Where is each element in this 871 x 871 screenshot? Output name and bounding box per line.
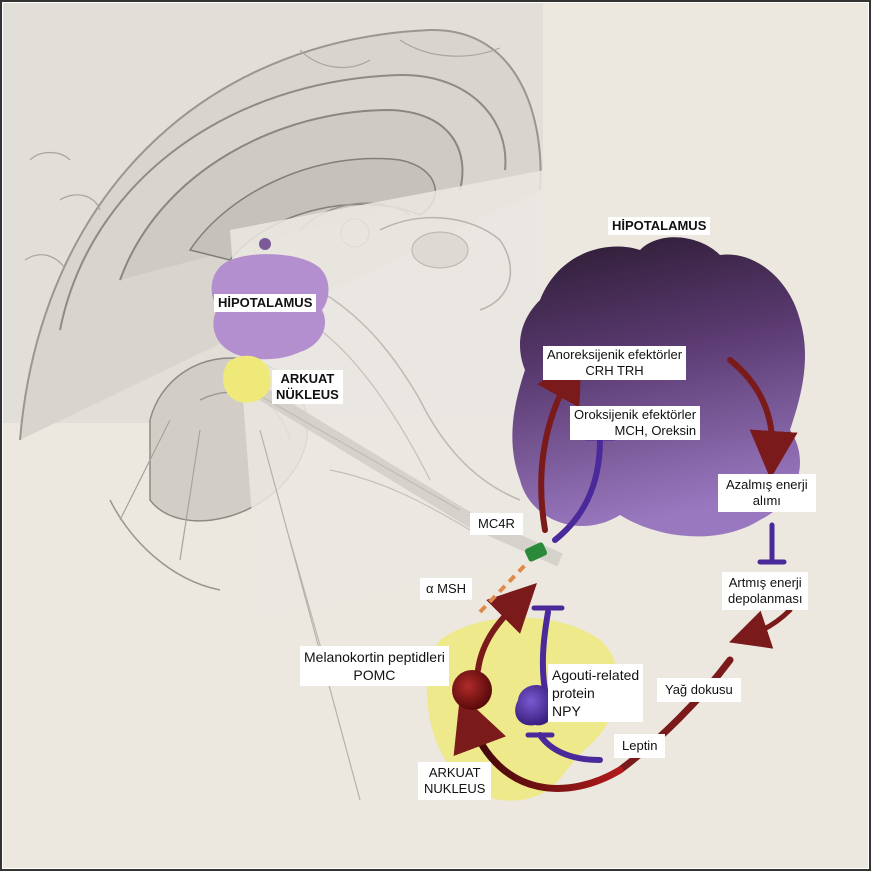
orexigenic-line1: Oroksijenik efektörler [574, 407, 696, 423]
decreased-intake-line2: alımı [726, 493, 808, 509]
increased-storage-label: Artmış enerji depolanması [722, 572, 808, 610]
decreased-intake-line1: Azalmış enerji [726, 477, 808, 493]
melanocortin-line2: POMC [304, 666, 445, 684]
orexigenic-line2: MCH, Oreksin [574, 423, 696, 439]
increased-storage-line2: depolanması [728, 591, 802, 607]
decreased-intake-label: Azalmış enerji alımı [718, 474, 816, 512]
arcuate-left-line2: NÜKLEUS [276, 387, 339, 403]
anorexigenic-line1: Anoreksijenik efektörler [547, 347, 682, 363]
adipose-tissue-label: Yağ dokusu [657, 678, 741, 702]
arcuate-left-label: ARKUAT NÜKLEUS [272, 370, 343, 404]
hypothalamus-right-label: HİPOTALAMUS [608, 217, 710, 235]
anorexigenic-line2: CRH TRH [547, 363, 682, 379]
orexigenic-effectors-label: Oroksijenik efektörler MCH, Oreksin [570, 406, 700, 440]
increased-storage-line1: Artmış enerji [728, 575, 802, 591]
agrp-line1: Agouti-related [552, 666, 639, 684]
arcuate-nucleus-left-shape [223, 356, 271, 403]
hypothalamus-left-label: HİPOTALAMUS [214, 294, 316, 312]
mc4r-label: MC4R [470, 513, 523, 535]
agrp-line2: protein [552, 684, 639, 702]
arcuate-bottom-label: ARKUAT NUKLEUS [418, 762, 491, 800]
melanocortin-label: Melanokortin peptidleri POMC [300, 646, 449, 686]
agrp-line3: NPY [552, 702, 639, 720]
arcuate-left-line1: ARKUAT [276, 371, 339, 387]
pomc-neuron [452, 670, 492, 710]
arcuate-bottom-line2: NUKLEUS [424, 781, 485, 797]
leptin-label: Leptin [614, 734, 665, 758]
agrp-npy-label: Agouti-related protein NPY [548, 664, 643, 722]
alpha-msh-label: α MSH [420, 578, 472, 600]
arcuate-bottom-line1: ARKUAT [424, 765, 485, 781]
melanocortin-line1: Melanokortin peptidleri [304, 648, 445, 666]
anorexigenic-effectors-label: Anoreksijenik efektörler CRH TRH [543, 346, 686, 380]
